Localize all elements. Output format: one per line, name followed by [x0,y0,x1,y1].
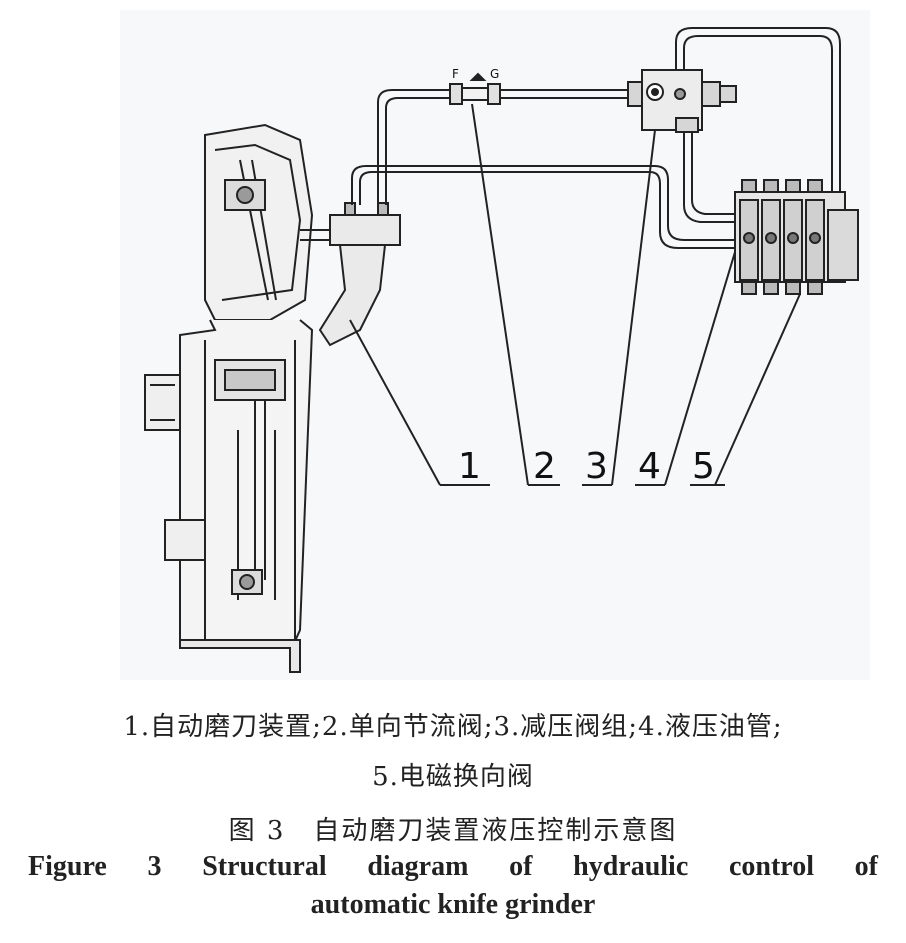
pressure-reducing-valve-group [627,69,737,133]
callout-1: 1 [458,446,481,487]
hydraulic-diagram: F G [144,27,859,673]
legend-line-2: 5.电磁换向阀 [372,762,534,792]
hydraulic-pipes [351,27,841,249]
callout-2: 2 [533,446,556,487]
callout-4: 4 [638,446,661,487]
leader-lines [349,103,801,486]
grinding-device-bracket [318,202,401,347]
figure-caption-english-line-2: automatic knife grinder [310,889,596,920]
figure-title-chinese: 自动磨刀装置液压控制示意图 [313,816,678,846]
figure-label-chinese: 图 3 [228,816,286,846]
callout-3: 3 [585,446,608,487]
figure-caption-chinese: 图 3 自动磨刀装置液压控制示意图 [0,810,906,847]
legend-line-1: 1.自动磨刀装置;2.单向节流阀;3.减压阀组;4.液压油管; [123,712,783,742]
valve-label-g: G [490,67,499,81]
figure-caption-english: Figure 3 Structural diagram of hydraulic… [0,848,906,924]
solenoid-directional-valve [734,179,859,295]
figure-caption-english-line-1: Figure 3 Structural diagram of hydraulic… [28,851,878,882]
knife-grinder-machine [144,123,340,673]
check-throttle-valve [449,72,501,105]
callout-5: 5 [692,446,715,487]
diagram-area: F G [144,27,859,673]
valve-label-f: F [452,67,459,81]
